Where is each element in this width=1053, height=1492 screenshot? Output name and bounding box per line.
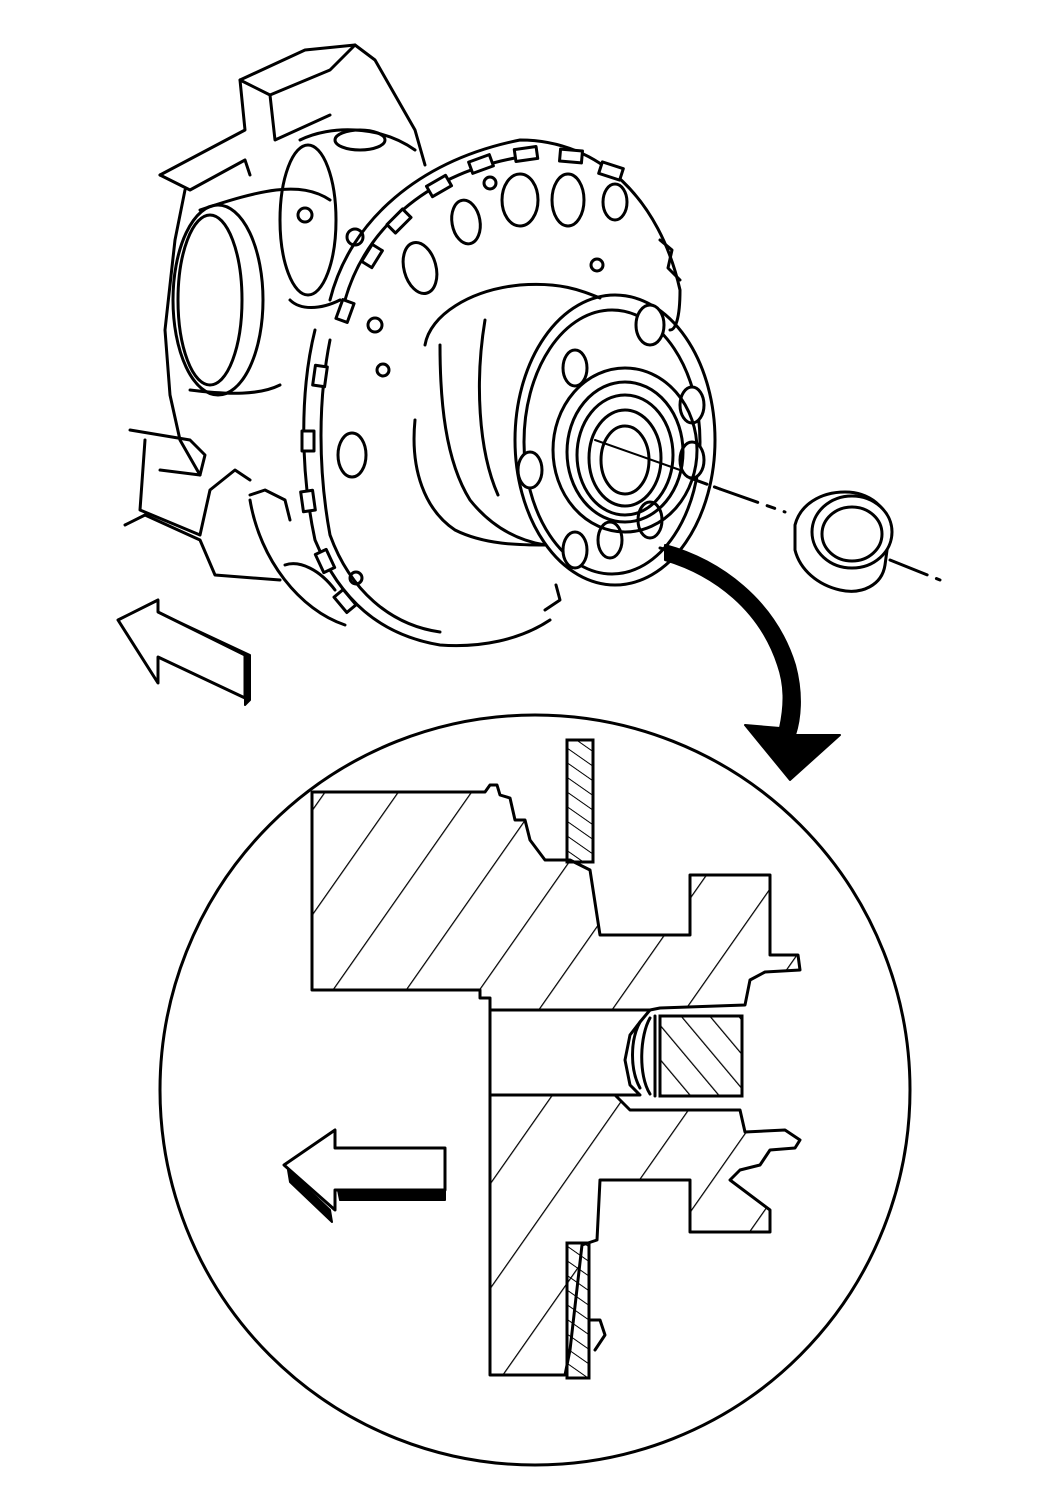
flexplate-section xyxy=(565,738,607,1380)
bushing-section xyxy=(640,1014,744,1098)
direction-arrow-top xyxy=(116,598,251,706)
ring-gear-notches xyxy=(299,145,625,615)
callout-arrow xyxy=(658,544,841,781)
flywheel-flexplate xyxy=(299,138,682,648)
direction-arrow-detail xyxy=(282,1128,447,1223)
crankshaft xyxy=(123,43,427,627)
rear-hub-flange xyxy=(412,282,717,587)
detail-cross-section-circle xyxy=(158,713,912,1467)
pilot-bearing-bushing xyxy=(688,476,942,593)
